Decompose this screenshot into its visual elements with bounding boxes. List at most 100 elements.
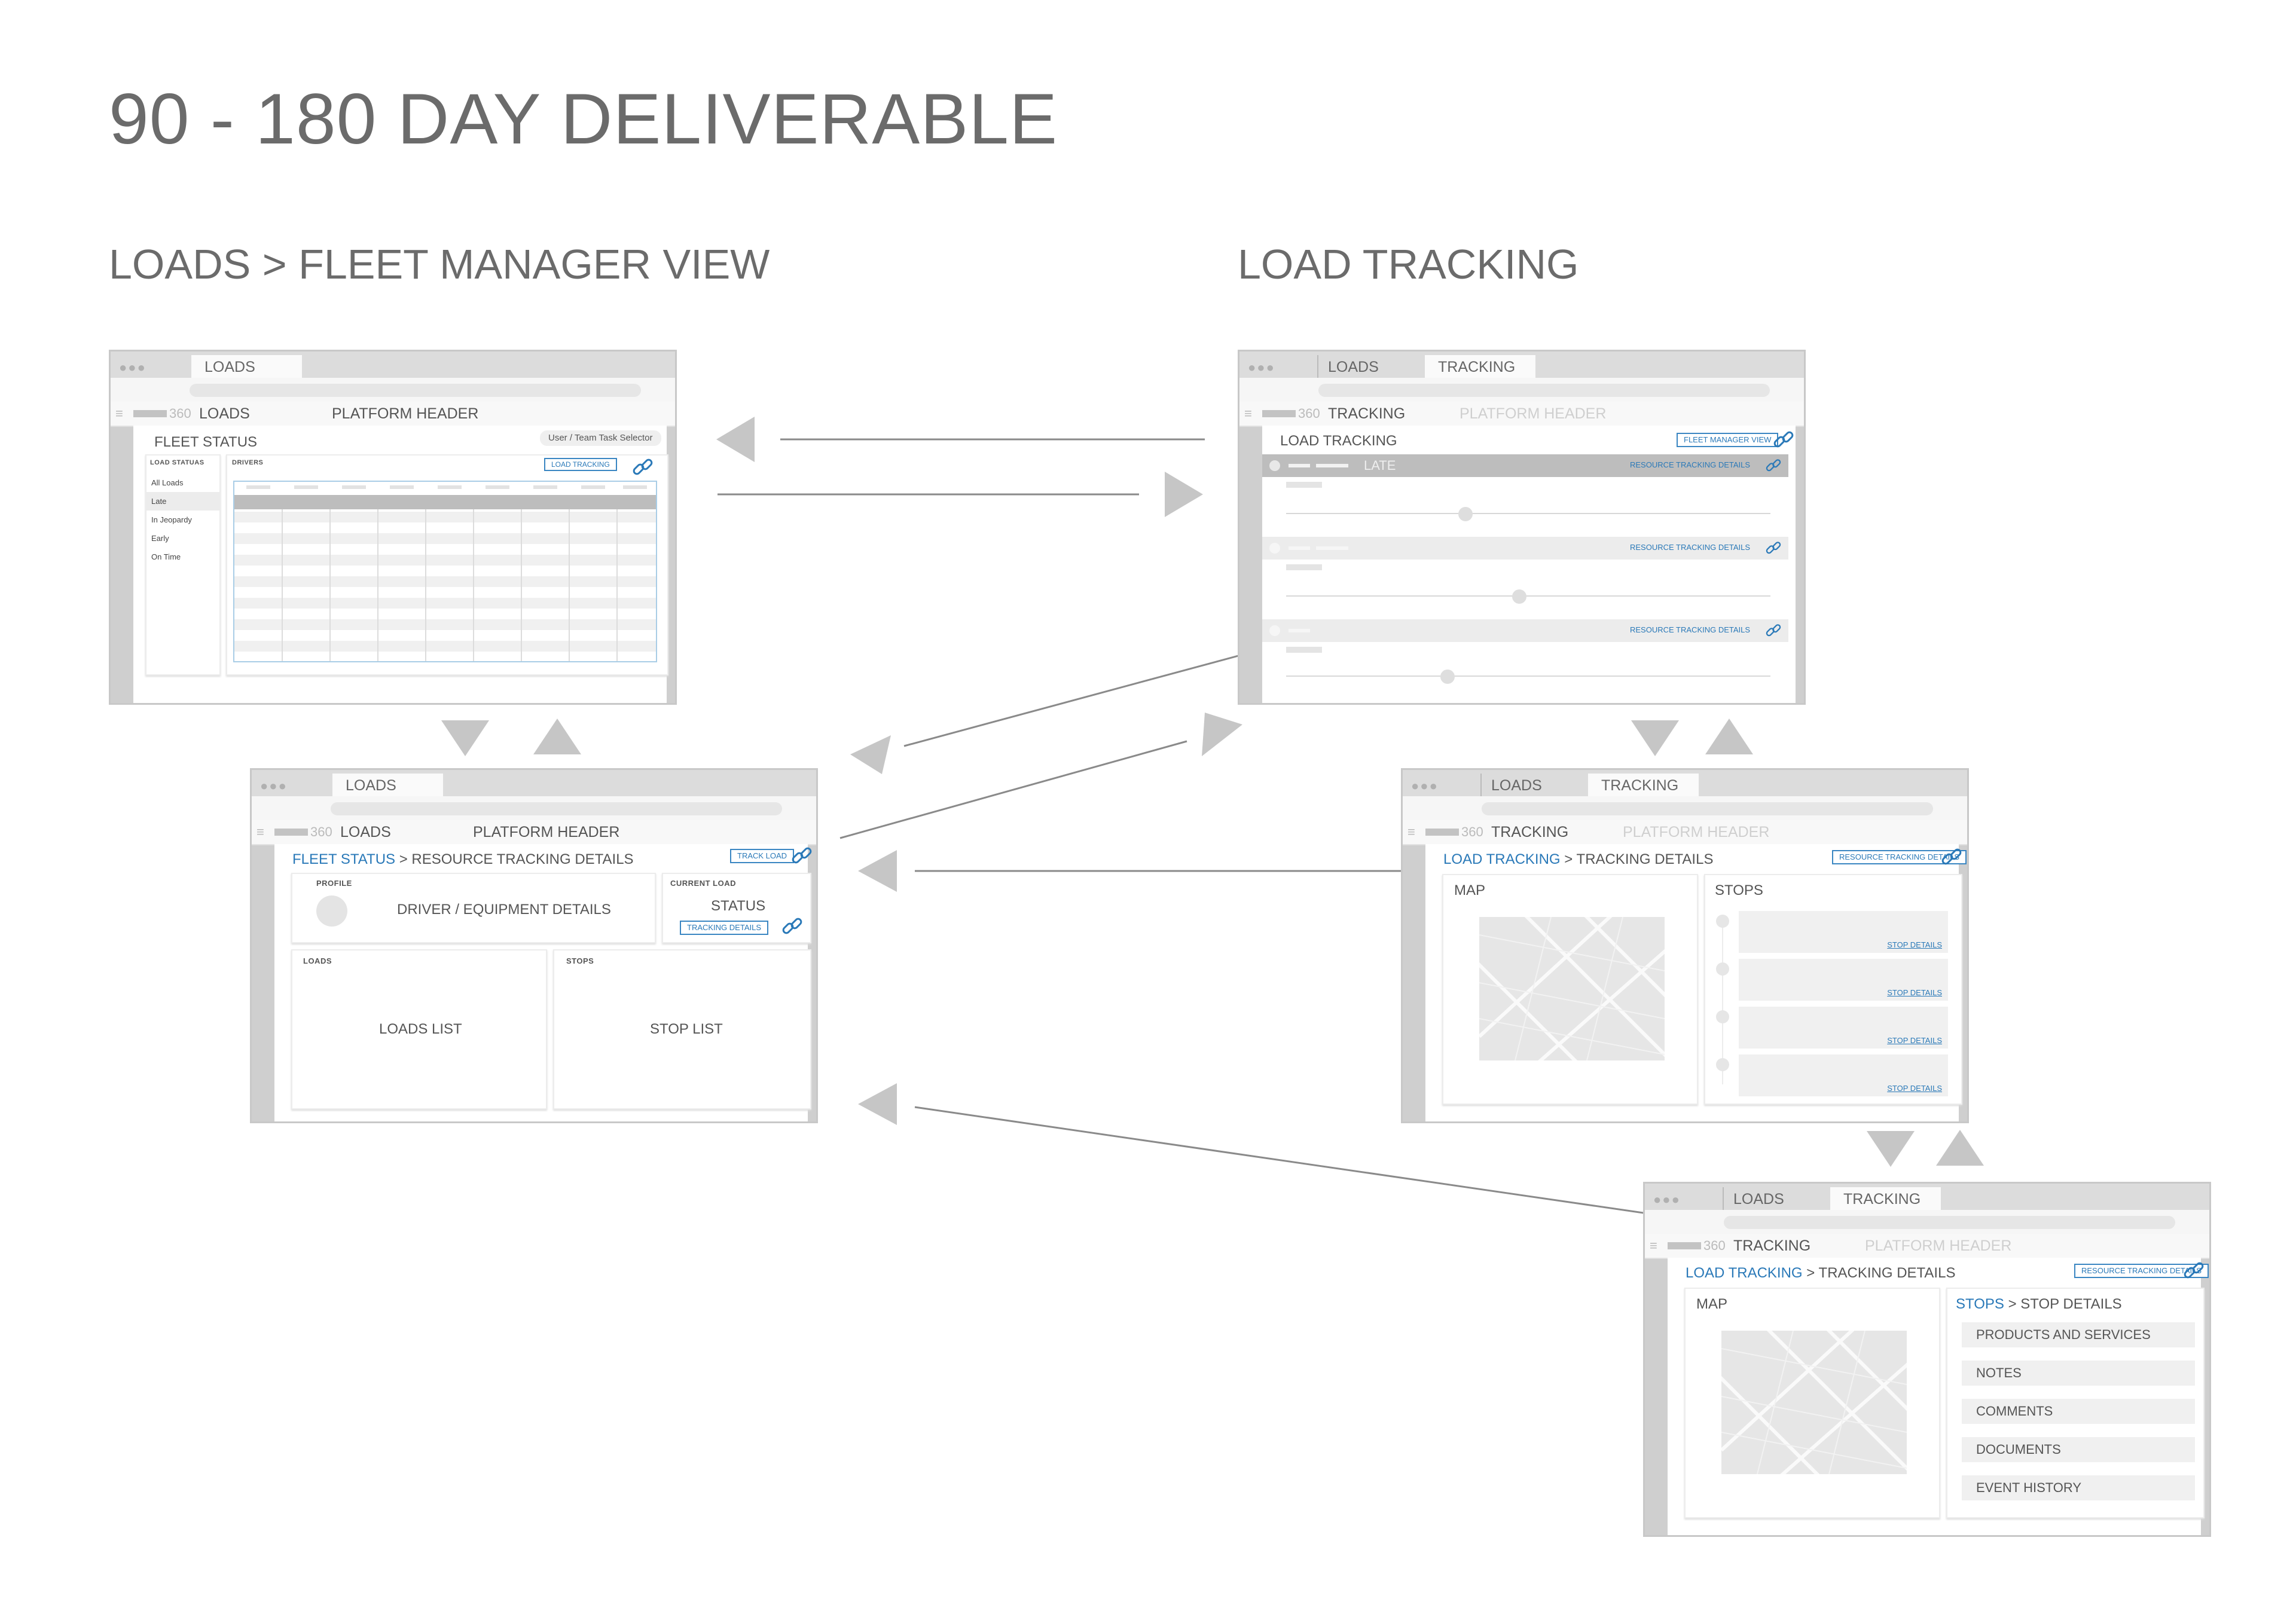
address-bar[interactable] [1239,378,1804,402]
tab-loads[interactable]: LOADS [1317,355,1419,378]
stop-details-link[interactable]: STOP DETAILS [1887,940,1942,949]
browser-tabbar: ●●● LOADS TRACKING [1239,351,1804,378]
tracking-row[interactable]: RESOURCE TRACKING DETAILS [1262,537,1788,619]
load-status-label: LOAD STATUAS [150,459,204,466]
tracking-row[interactable]: RESOURCE TRACKING DETAILS [1262,619,1788,697]
resource-body: FLEET STATUS > RESOURCE TRACKING DETAILS… [274,844,812,1121]
placeholder-bar [1286,647,1322,653]
timeline-marker[interactable] [1458,507,1473,521]
fleet-body: FLEET STATUS User / Team Task Selector L… [133,426,668,703]
tab-loads[interactable]: LOADS [1480,774,1585,796]
platform-header: PLATFORM HEADER [1865,1237,2012,1254]
load-tracking-button[interactable]: LOAD TRACKING [544,458,617,471]
stop-details-link[interactable]: STOP DETAILS [1887,988,1942,997]
stop-details-card: STOPS > STOP DETAILS PRODUCTS AND SERVIC… [1946,1288,2205,1518]
resource-tracking-details-button[interactable]: RESOURCE TRACKING DETAILS [1832,850,1967,864]
status-dot-icon [1269,543,1280,554]
stop-details-link[interactable]: STOP DETAILS [1887,1036,1942,1045]
breadcrumb-load-tracking[interactable]: LOAD TRACKING [1443,851,1561,867]
status-item[interactable]: Early [146,529,219,548]
stop-row[interactable]: STOP DETAILS [1705,959,1964,1007]
fleet-manager-view-button[interactable]: FLEET MANAGER VIEW [1677,433,1779,447]
track-load-button[interactable]: TRACK LOAD [730,849,795,863]
stop-list: STOP LIST [650,1021,723,1037]
map-image[interactable] [1721,1331,1907,1474]
map-card: MAP [1684,1288,1940,1518]
status-item[interactable]: In Jeopardy [146,511,219,529]
resource-tracking-details-link[interactable]: RESOURCE TRACKING DETAILS [1630,625,1751,634]
menu-icon[interactable]: ≡ [115,406,123,421]
stop-detail-item[interactable]: COMMENTS [1962,1399,2195,1424]
stop-row[interactable]: STOP DETAILS [1705,911,1964,959]
status-item[interactable]: Late [146,492,219,511]
arrow-down [1867,1131,1915,1167]
menu-icon[interactable]: ≡ [1244,406,1252,421]
link-icon[interactable] [780,915,804,939]
tab-loads[interactable]: LOADS [332,774,443,796]
driver-equipment-details: DRIVER / EQUIPMENT DETAILS [397,901,611,918]
link-icon[interactable] [1772,428,1796,452]
placeholder-bar [1286,482,1322,488]
tab-tracking[interactable]: TRACKING [1425,355,1535,378]
tab-loads[interactable]: LOADS [191,355,302,378]
drivers-label: DRIVERS [232,459,264,466]
stop-detail-item[interactable]: EVENT HISTORY [1962,1475,2195,1500]
section-title-load-tracking: LOAD TRACKING [1238,241,1579,288]
link-icon[interactable] [1940,845,1964,869]
menu-icon[interactable]: ≡ [1407,824,1415,839]
resource-tracking-details-button[interactable]: RESOURCE TRACKING DETAILS [2074,1264,2209,1278]
stop-detail-item[interactable]: DOCUMENTS [1962,1437,2195,1462]
stop-details-window: ●●● LOADS TRACKING ≡ 360 TRACKING PLATFO… [1643,1182,2211,1537]
tab-loads[interactable]: LOADS [1723,1187,1827,1210]
address-bar[interactable] [1645,1210,2209,1234]
link-icon[interactable] [631,456,655,479]
map-image[interactable] [1479,917,1665,1060]
address-bar[interactable] [252,796,816,820]
current-load-card: CURRENT LOAD STATUS TRACKING DETAILS [662,873,811,943]
stop-detail-item[interactable]: NOTES [1962,1361,2195,1386]
map-label: MAP [1454,882,1486,898]
link-icon[interactable] [1764,539,1782,557]
placeholder-bar [1316,546,1348,550]
stop-detail-item[interactable]: PRODUCTS AND SERVICES [1962,1322,2195,1347]
breadcrumb-stops[interactable]: STOPS [1956,1296,2004,1312]
breadcrumb-fleet-status[interactable]: FLEET STATUS [292,851,396,867]
stop-detail-item-label: EVENT HISTORY [1976,1480,2082,1495]
tab-tracking[interactable]: TRACKING [1588,774,1699,796]
stop-dot-icon [1716,1010,1729,1023]
loads-label: LOADS [303,956,332,965]
stop-detail-item-label: DOCUMENTS [1976,1442,2061,1457]
link-icon[interactable] [790,844,814,868]
resource-tracking-details-link[interactable]: RESOURCE TRACKING DETAILS [1630,543,1751,552]
resource-tracking-details-link[interactable]: RESOURCE TRACKING DETAILS [1630,460,1751,469]
link-icon[interactable] [1764,622,1782,640]
browser-tabbar: ●●● LOADS TRACKING [1403,770,1967,796]
tracking-row[interactable]: LATE RESOURCE TRACKING DETAILS [1262,454,1788,537]
breadcrumb: LOAD TRACKING > TRACKING DETAILS [1686,1265,1955,1282]
placeholder-bar [1289,629,1310,632]
arrow-right [1202,713,1242,756]
timeline-track [1286,513,1770,514]
timeline-marker[interactable] [1512,589,1526,604]
tracking-row-header: RESOURCE TRACKING DETAILS [1262,619,1788,642]
address-bar[interactable] [111,378,675,402]
stops-label: STOPS [566,956,594,965]
tab-tracking[interactable]: TRACKING [1830,1187,1941,1210]
tracking-details-button[interactable]: TRACKING DETAILS [680,921,769,935]
menu-icon[interactable]: ≡ [1650,1238,1657,1253]
address-bar[interactable] [1403,796,1967,820]
platform-header-bar: ≡ 360 TRACKING PLATFORM HEADER [1645,1234,2209,1259]
stop-details-link[interactable]: STOP DETAILS [1887,1084,1942,1093]
team-selector[interactable]: User / Team Task Selector [540,430,661,446]
breadcrumb-load-tracking[interactable]: LOAD TRACKING [1686,1265,1803,1281]
stop-row[interactable]: STOP DETAILS [1705,1007,1964,1054]
timeline-marker[interactable] [1440,670,1455,684]
status-item[interactable]: All Loads [146,473,219,492]
stop-row[interactable]: STOP DETAILS [1705,1054,1964,1102]
link-icon[interactable] [2182,1259,2206,1283]
menu-icon[interactable]: ≡ [257,824,264,839]
status-item[interactable]: On Time [146,548,219,566]
status-item-label: On Time [151,552,181,561]
link-icon[interactable] [1764,457,1782,475]
